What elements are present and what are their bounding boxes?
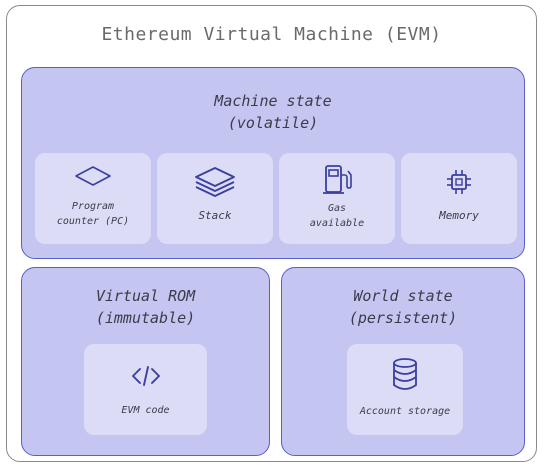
evm-code-label: EVM code (121, 405, 170, 416)
program-counter-label-line1: Program (71, 201, 115, 212)
gas-available-label: Gas available (279, 201, 395, 231)
memory-chip-icon (447, 170, 471, 194)
world-state-title: World state (persistent) (282, 285, 524, 329)
stack-layers-icon (195, 167, 235, 197)
account-storage-card: Account storage (347, 344, 463, 435)
gas-available-card: Gas available (279, 153, 395, 244)
diagram-title: Ethereum Virtual Machine (EVM) (101, 24, 442, 45)
virtual-rom-title-line2: (immutable) (95, 309, 196, 327)
diamond-icon (75, 166, 111, 186)
world-state-title-line1: World state (353, 287, 453, 305)
evm-code-card: EVM code (84, 344, 207, 435)
virtual-rom-title: Virtual ROM (immutable) (22, 285, 269, 329)
world-state-title-line2: (persistent) (348, 309, 458, 327)
code-brackets-icon (131, 366, 160, 386)
gas-available-label-line1: Gas (327, 203, 347, 214)
virtual-rom-title-line1: Virtual ROM (95, 287, 196, 305)
gas-pump-icon (323, 165, 352, 194)
evm-diagram-frame: Ethereum Virtual Machine (EVM) Machine s… (6, 5, 537, 462)
machine-state-panel: Machine state (volatile) Program counter… (21, 67, 525, 259)
database-icon (393, 358, 417, 390)
program-counter-label-line2: counter (PC) (56, 216, 130, 227)
machine-state-title: Machine state (volatile) (22, 90, 524, 134)
program-counter-card: Program counter (PC) (35, 153, 151, 244)
account-storage-label: Account storage (359, 406, 451, 417)
virtual-rom-panel: Virtual ROM (immutable) EVM code (21, 267, 270, 456)
machine-state-title-line2: (volatile) (227, 114, 319, 132)
stack-card: Stack (157, 153, 273, 244)
world-state-panel: World state (persistent) Account storage (281, 267, 525, 456)
memory-label: Memory (439, 209, 479, 222)
gas-available-label-line2: available (309, 218, 365, 229)
machine-state-title-line1: Machine state (214, 92, 332, 110)
program-counter-label: Program counter (PC) (35, 199, 151, 229)
memory-card: Memory (401, 153, 517, 244)
stack-label: Stack (198, 209, 232, 222)
